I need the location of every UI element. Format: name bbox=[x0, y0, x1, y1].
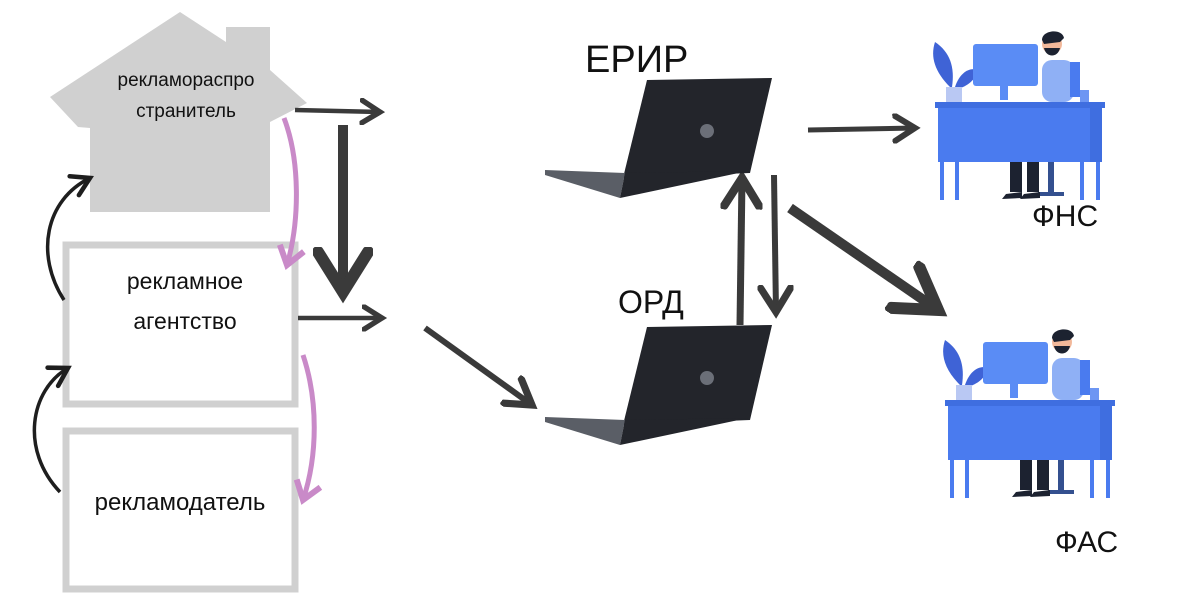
fas-label: ФАС bbox=[1055, 526, 1118, 559]
agency-box: рекламное агентство bbox=[62, 241, 299, 408]
fas-office-worker-icon bbox=[943, 329, 1115, 498]
agency-label-line2: агентство bbox=[133, 308, 236, 334]
arrow-ord-to-erir bbox=[740, 178, 742, 326]
arrow-advertiser-to-agency bbox=[32, 365, 72, 494]
agency-label-line1: рекламное bbox=[127, 268, 243, 294]
arrow-agency-to-distributor bbox=[45, 173, 94, 301]
house-shape bbox=[50, 12, 307, 212]
distributor-label-line2: странитель bbox=[136, 101, 236, 122]
arrow-distributor-to-agency-pink bbox=[277, 117, 306, 270]
fns-label: ФНС bbox=[1032, 200, 1098, 233]
erir-laptop-icon bbox=[545, 78, 772, 198]
arrow-agency-to-advertiser-pink bbox=[293, 354, 323, 505]
arrow-erir-to-fas bbox=[787, 203, 938, 310]
arrow-erir-to-fns bbox=[807, 128, 915, 130]
ord-label: ОРД bbox=[618, 284, 684, 320]
fns-office-worker-icon bbox=[933, 31, 1105, 200]
distributor-house: рекламораспро странитель bbox=[50, 12, 307, 212]
erir-label: ЕРИР bbox=[585, 39, 688, 81]
distributor-label-line1: рекламораспро bbox=[118, 70, 255, 91]
advertiser-box: рекламодатель bbox=[62, 427, 299, 593]
ord-laptop-icon bbox=[545, 325, 772, 445]
advertiser-label: рекламодатель bbox=[95, 489, 266, 516]
arrow-distributor-right bbox=[294, 110, 380, 112]
arrow-erir-to-ord bbox=[774, 174, 776, 312]
arrow-to-ord bbox=[423, 325, 532, 405]
